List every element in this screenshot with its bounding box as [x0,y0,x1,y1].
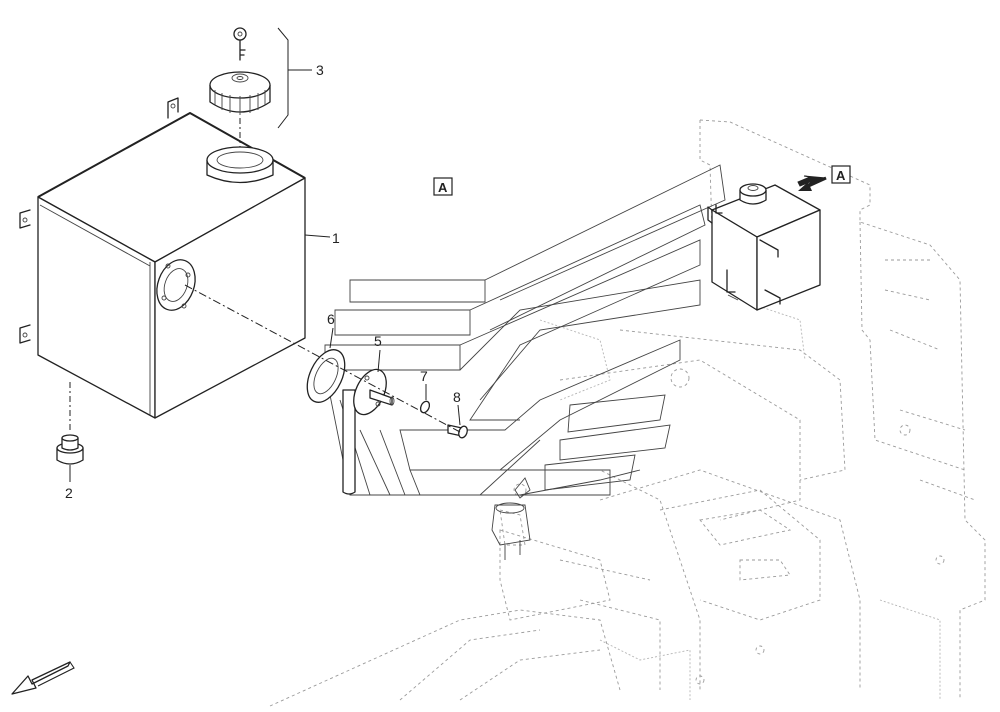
hydraulic-tank [19,97,306,419]
callout-1: 1 [332,230,340,246]
installed-tank [707,183,821,311]
machine-frame-ghost [269,119,986,707]
leader-lines [69,27,461,482]
view-arrow-icon [797,175,827,191]
suction-flange [342,368,395,495]
view-marker-arrow: A [831,165,851,184]
gasket [306,349,346,403]
callout-7: 7 [420,368,428,384]
decal-bands [324,164,726,496]
assembly-axis [184,284,461,433]
bolt [447,424,468,439]
view-marker-arrow-label: A [836,168,846,183]
callout-8: 8 [453,389,461,405]
pump-unit [491,477,531,560]
direction-arrow-icon [11,661,75,695]
callout-3: 3 [316,62,324,78]
drain-plug [56,434,84,465]
callout-labels: 3 1 2 6 5 7 8 [65,62,461,501]
key-icon [233,27,247,61]
callout-6: 6 [327,311,335,327]
filler-cap [209,71,271,115]
callout-5: 5 [374,333,382,349]
view-marker-detail-label: A [438,180,448,195]
washer [419,400,431,414]
callout-2: 2 [65,485,73,501]
view-marker-detail: A [433,177,453,196]
